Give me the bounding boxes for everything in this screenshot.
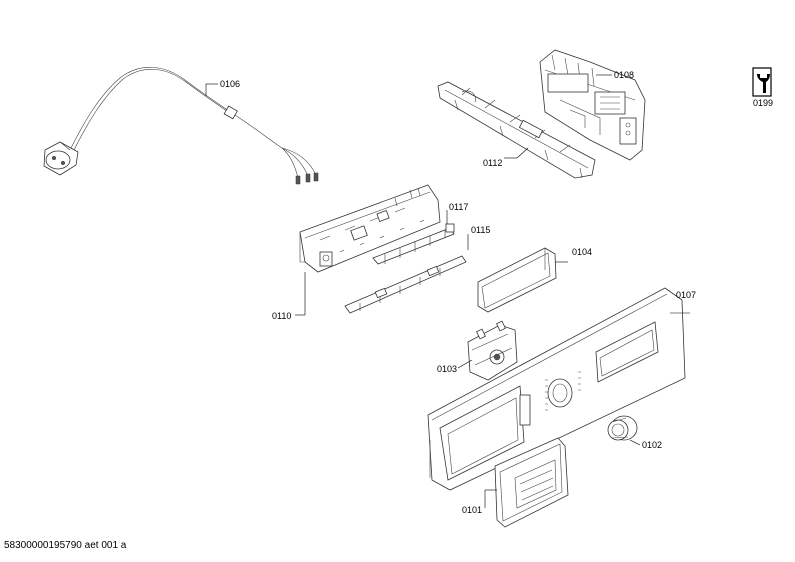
label-0103: 0103 xyxy=(437,364,457,374)
electronics-board-part xyxy=(299,184,441,273)
selector-knob-part xyxy=(607,415,638,441)
light-guide-upper-part xyxy=(372,223,455,265)
label-0117: 0117 xyxy=(449,202,468,212)
label-0199: 0199 xyxy=(753,98,773,108)
label-0110: 0110 xyxy=(272,311,291,321)
label-0104: 0104 xyxy=(572,247,592,257)
label-0107: 0107 xyxy=(676,290,696,300)
label-0106: 0106 xyxy=(220,79,240,89)
label-0115: 0115 xyxy=(471,225,490,235)
display-window-part xyxy=(477,247,557,313)
document-reference: 58300000195790 aet 001 a xyxy=(4,540,127,551)
label-0112: 0112 xyxy=(483,158,502,168)
selector-mechanism-part xyxy=(467,320,518,381)
wrench-service-icon xyxy=(752,67,772,97)
control-module-part xyxy=(539,49,646,161)
label-0102: 0102 xyxy=(642,440,662,450)
label-0101: 0101 xyxy=(462,505,482,515)
drawer-handle-part xyxy=(494,437,569,528)
power-cord-part xyxy=(43,67,319,185)
fascia-panel-part xyxy=(427,287,686,491)
carrier-rail-part xyxy=(437,81,596,179)
light-guide-lower-part xyxy=(344,255,467,314)
label-0108: 0108 xyxy=(614,70,634,80)
